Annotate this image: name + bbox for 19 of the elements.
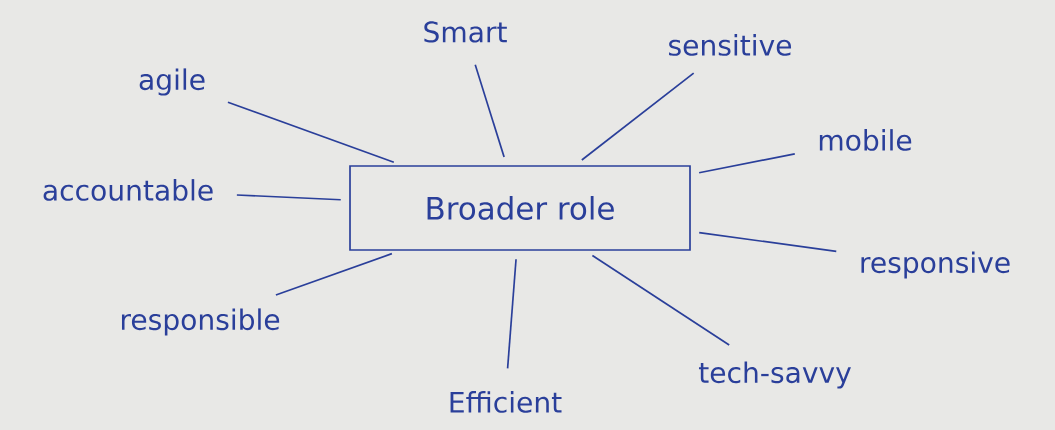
word-label: responsible <box>122 308 280 336</box>
line <box>275 252 393 296</box>
word-label: mobile <box>819 129 912 151</box>
text-box: Broader role <box>349 165 691 251</box>
word-label: sensitive <box>669 34 791 56</box>
word-label: tech-savvy <box>699 361 851 389</box>
line <box>474 63 505 158</box>
word-label: Smart <box>424 21 507 43</box>
line <box>591 254 731 346</box>
line <box>227 101 395 164</box>
line <box>698 231 838 253</box>
word-label: agile <box>139 68 205 96</box>
line <box>581 72 695 161</box>
line <box>506 258 517 370</box>
word-label: responsive <box>861 251 1010 279</box>
line <box>236 194 342 201</box>
word-label: Efficient <box>450 391 562 413</box>
line <box>698 152 796 174</box>
word-label: accountable <box>43 179 213 201</box>
